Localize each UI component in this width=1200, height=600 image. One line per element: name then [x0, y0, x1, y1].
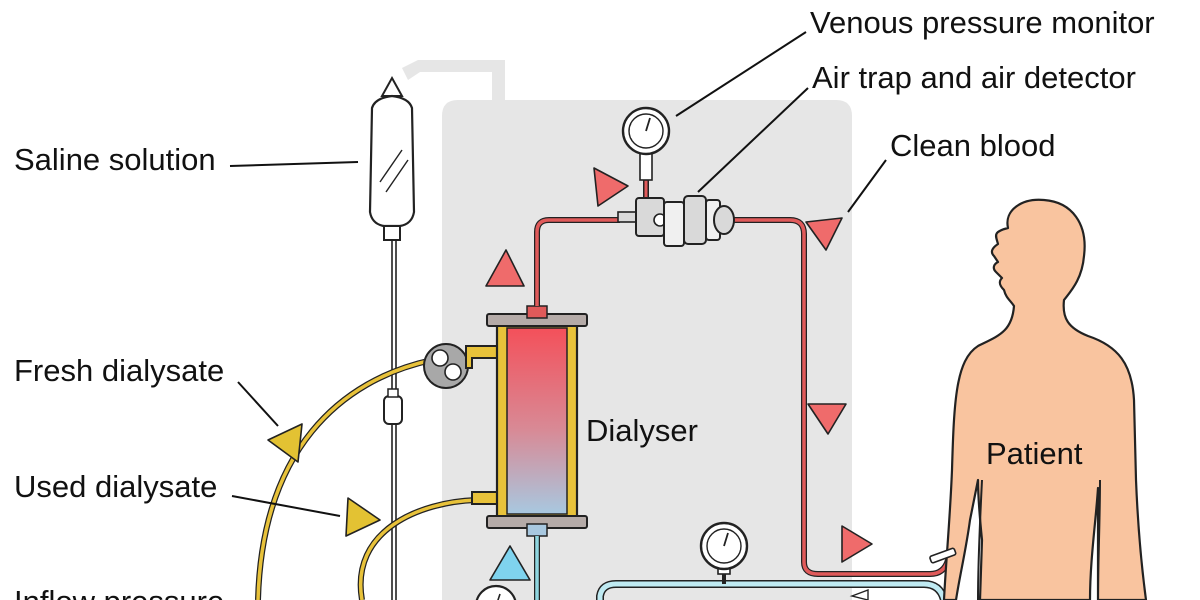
- venous-pressure-gauge-icon: [621, 106, 671, 181]
- inflow-pressure-label: Inflow pressure: [14, 584, 224, 600]
- patient-label: Patient: [986, 436, 1083, 471]
- flow-arrow-yellow: [345, 497, 381, 537]
- lower-line: [534, 536, 948, 600]
- flow-arrow-red: [485, 249, 525, 287]
- dialyser-label: Dialyser: [586, 413, 698, 448]
- cannula-icon: [929, 547, 957, 564]
- saline-solution-label: Saline solution: [14, 142, 216, 177]
- dialysate-pump-icon: [423, 343, 469, 389]
- air-trap-icon: [617, 195, 735, 247]
- fresh-dialysate-label: Fresh dialysate: [14, 353, 224, 388]
- inflow-pressure-gauge-icon: [475, 584, 517, 600]
- flow-arrow-red: [805, 217, 843, 251]
- flow-arrow-small: [849, 588, 869, 600]
- flow-arrow-yellow: [267, 423, 303, 463]
- leader-lines: [229, 31, 887, 517]
- blood-line: [534, 178, 951, 577]
- venous-pressure-monitor-label: Venous pressure monitor: [810, 5, 1155, 40]
- dialysate-pressure-gauge-icon: [699, 521, 749, 575]
- fresh-dialysate-tube: [255, 357, 433, 600]
- flow-arrow-red: [841, 525, 873, 563]
- flow-arrow-red: [593, 167, 629, 207]
- patient-figure: [942, 198, 1148, 600]
- clean-blood-label: Clean blood: [890, 128, 1055, 163]
- saline-hanger: [402, 60, 505, 100]
- used-dialysate-label: Used dialysate: [14, 469, 217, 504]
- flow-arrow-blue: [489, 545, 531, 581]
- dialyser: [465, 305, 588, 537]
- air-trap-label: Air trap and air detector: [812, 60, 1136, 95]
- flow-arrow-red: [807, 403, 847, 435]
- saline-bag-icon: [368, 75, 416, 600]
- used-dialysate-tube: [357, 497, 477, 600]
